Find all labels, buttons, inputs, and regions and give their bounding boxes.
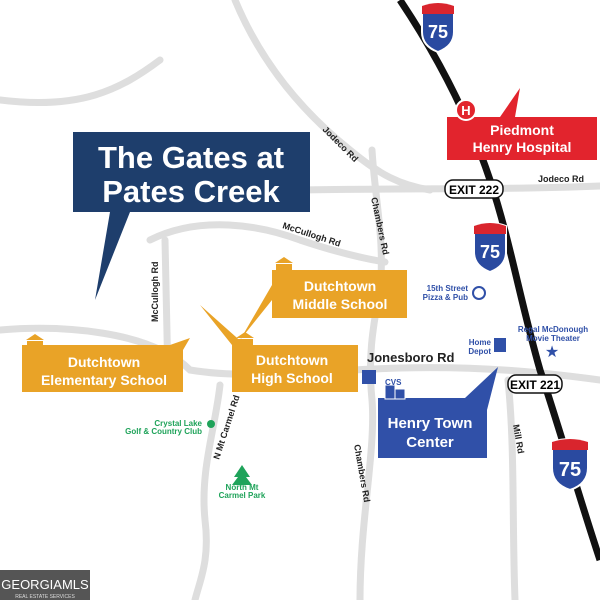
svg-text:75: 75 (428, 22, 448, 42)
poi-home-depot: Home Depot (468, 338, 506, 356)
svg-text:75: 75 (559, 459, 581, 481)
svg-text:REAL ESTATE SERVICES: REAL ESTATE SERVICES (15, 594, 75, 600)
label-jonesboro: Jonesboro Rd (367, 350, 454, 365)
svg-text:Pates Creek: Pates Creek (102, 174, 280, 209)
svg-text:H: H (461, 103, 470, 118)
svg-text:15th Street: 15th Street (427, 284, 469, 293)
title-callout: The Gates at Pates Creek (73, 132, 310, 300)
poi-regal: Regal McDonough Movie Theater ★ (518, 325, 588, 361)
interstate-shield-icon: 75 (421, 2, 455, 54)
road-north (0, 56, 164, 107)
svg-text:Home: Home (469, 338, 492, 347)
svg-text:EXIT 221: EXIT 221 (510, 378, 560, 392)
exit-222-badge: EXIT 222 (444, 179, 504, 199)
svg-text:Piedmont: Piedmont (490, 122, 554, 138)
svg-text:Pizza & Pub: Pizza & Pub (423, 293, 468, 302)
svg-text:Carmel Park: Carmel Park (219, 491, 266, 500)
henry-town-center-callout: Henry Town Center (378, 367, 498, 458)
dining-icon (472, 286, 486, 300)
georgia-mls-logo: GEORGIAMLS REAL ESTATE SERVICES (0, 570, 90, 600)
road-jodeco-diag (231, 0, 434, 194)
svg-text:Elementary School: Elementary School (41, 372, 167, 388)
shopping-bags-icon (384, 384, 406, 400)
svg-text:Dutchtown: Dutchtown (304, 278, 376, 294)
svg-text:Golf & Country Club: Golf & Country Club (125, 427, 202, 436)
svg-text:High School: High School (251, 370, 333, 386)
exit-221-badge: EXIT 221 (507, 374, 563, 394)
svg-text:CVS: CVS (385, 378, 402, 387)
hospital-callout: H Piedmont Henry Hospital (447, 88, 597, 160)
svg-text:The Gates at: The Gates at (98, 140, 284, 175)
school-icon (236, 332, 254, 348)
hospital-icon (455, 99, 477, 121)
svg-text:Henry Hospital: Henry Hospital (473, 139, 572, 155)
svg-text:75: 75 (480, 242, 500, 262)
svg-text:Crystal Lake: Crystal Lake (154, 419, 202, 428)
label-jodeco: Jodeco Rd (538, 174, 584, 184)
svg-text:Henry Town: Henry Town (388, 415, 473, 432)
svg-text:Regal McDonough: Regal McDonough (518, 325, 588, 334)
label-jodeco-diag: Jodeco Rd (321, 124, 361, 164)
road-n-mt-carmel (191, 381, 224, 600)
golf-icon (207, 420, 215, 428)
shopping-bag-icon (494, 338, 506, 352)
svg-text:Dutchtown: Dutchtown (68, 354, 140, 370)
elementary-school-callout: Dutchtown Elementary School (22, 334, 190, 392)
school-icon (26, 334, 44, 350)
svg-text:Dutchtown: Dutchtown (256, 352, 328, 368)
svg-text:Center: Center (406, 434, 454, 451)
svg-text:EXIT 222: EXIT 222 (449, 183, 499, 197)
svg-text:Movie Theater: Movie Theater (526, 334, 580, 343)
high-school-callout: Dutchtown High School (200, 305, 358, 392)
middle-school-callout: Dutchtown Middle School (240, 257, 407, 340)
poi-golf: Crystal Lake Golf & Country Club (125, 419, 215, 436)
label-mccullogh-v: McCullogh Rd (150, 262, 160, 323)
svg-text:Middle School: Middle School (293, 296, 388, 312)
tree-icon (232, 465, 252, 485)
shopping-bag-icon (362, 370, 376, 384)
svg-text:Depot: Depot (468, 347, 491, 356)
interstate-shield-icon: 75 (473, 222, 507, 274)
poi-pizza: 15th Street Pizza & Pub (423, 284, 486, 302)
poi-park: North Mt Carmel Park (219, 465, 266, 500)
interstate-shield-icon: 75 (551, 438, 589, 492)
star-icon: ★ (545, 344, 559, 361)
label-chambers-top: Chambers Rd (369, 196, 391, 255)
road-chambers (356, 146, 385, 600)
poi-cvs: CVS (362, 370, 402, 387)
svg-text:North Mt: North Mt (226, 483, 259, 492)
svg-text:GEORGIAMLS: GEORGIAMLS (1, 577, 89, 592)
road-mill (504, 376, 519, 600)
road-mccullogh (146, 221, 389, 266)
school-icon (275, 257, 293, 273)
